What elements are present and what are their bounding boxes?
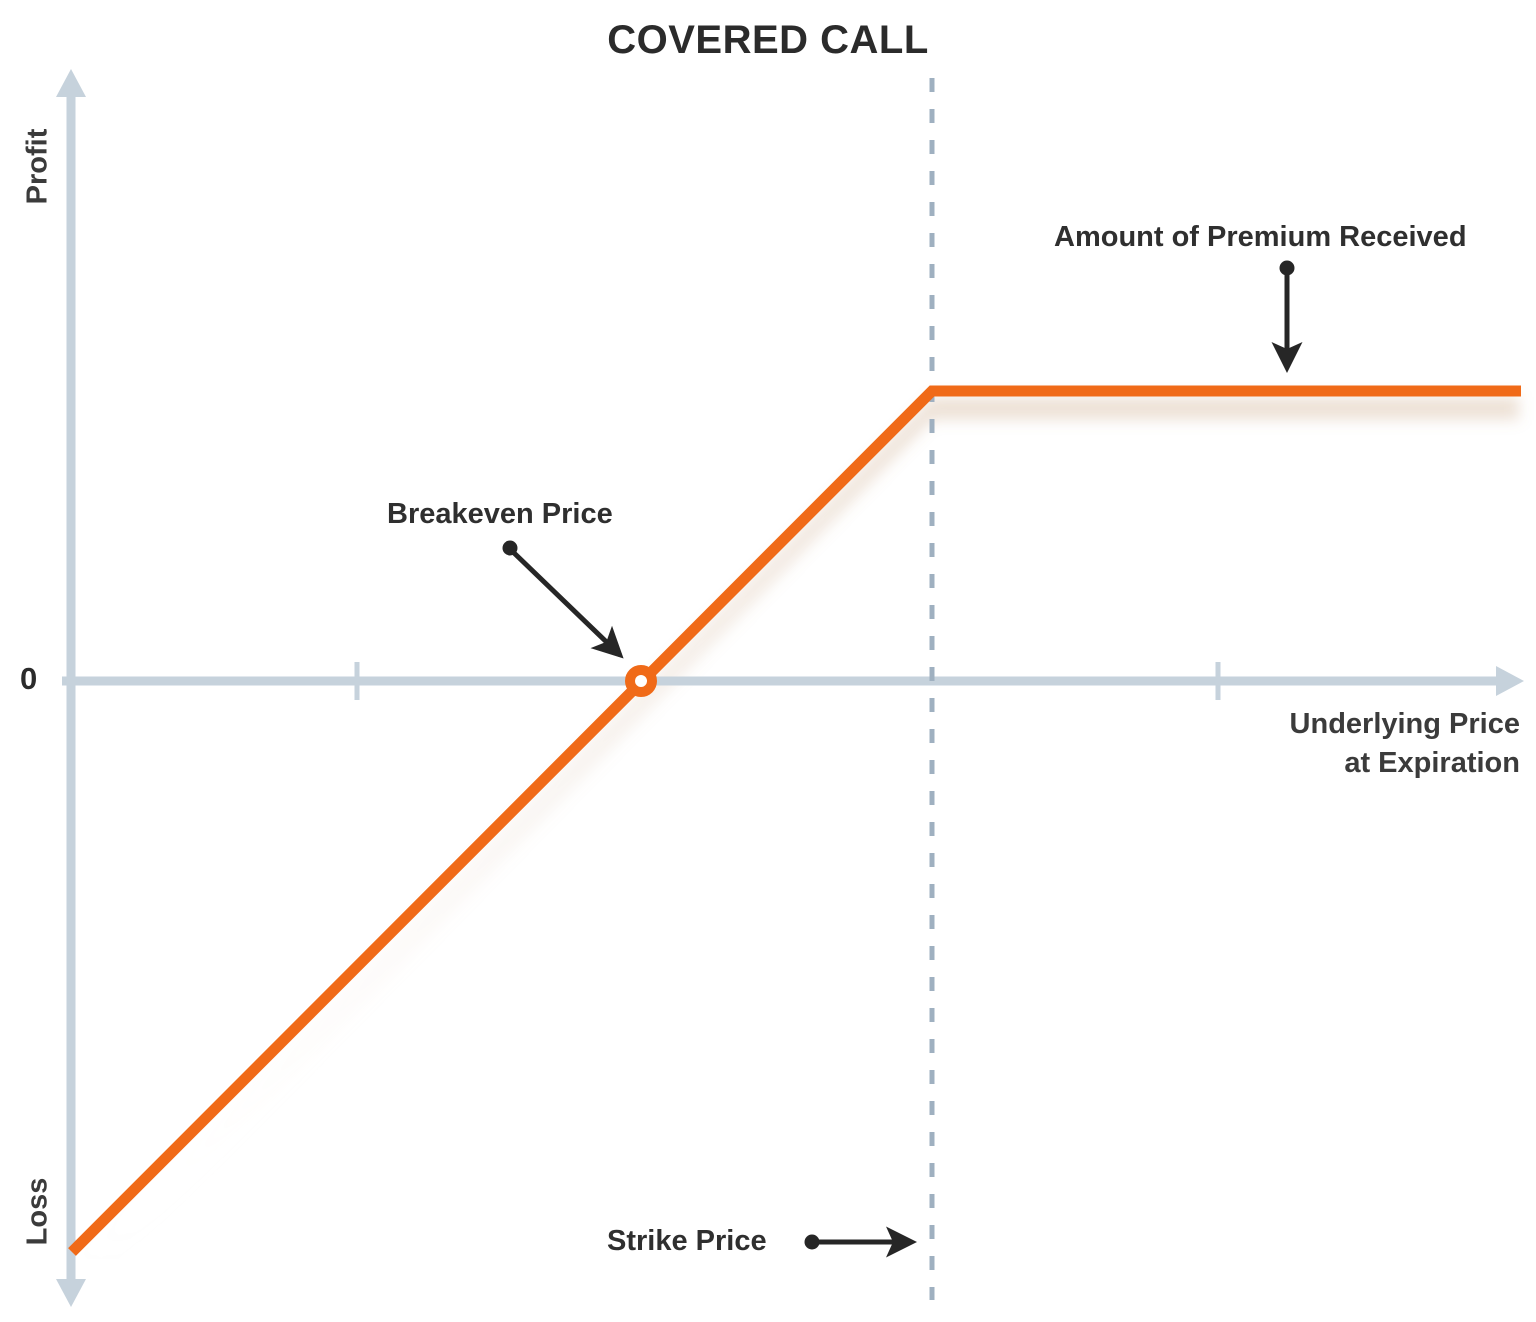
x-axis-label-line2: at Expiration: [1344, 747, 1520, 779]
x-axis-label: Underlying Price at Expiration: [1020, 705, 1520, 783]
y-axis-label-profit: Profit: [21, 128, 54, 205]
page-title: COVERED CALL: [607, 18, 929, 62]
breakeven-annotation-arrow: [502, 540, 624, 659]
premium-annotation-arrow: [1271, 260, 1303, 374]
y-axis-zero-tick-label: 0: [20, 661, 38, 696]
y-axis-label-loss: Loss: [21, 1177, 54, 1246]
payoff-line: [68, 385, 1521, 1256]
y-axis: [56, 69, 86, 1307]
breakeven-marker: [625, 665, 657, 697]
strike-annotation-arrow: [804, 1226, 918, 1258]
x-axis-label-line1: Underlying Price: [1289, 708, 1520, 740]
annotation-breakeven-price: Breakeven Price: [387, 498, 613, 530]
x-axis: [62, 662, 1524, 700]
annotation-amount-of-premium-received: Amount of Premium Received: [1054, 221, 1467, 253]
annotation-strike-price: Strike Price: [607, 1225, 767, 1257]
